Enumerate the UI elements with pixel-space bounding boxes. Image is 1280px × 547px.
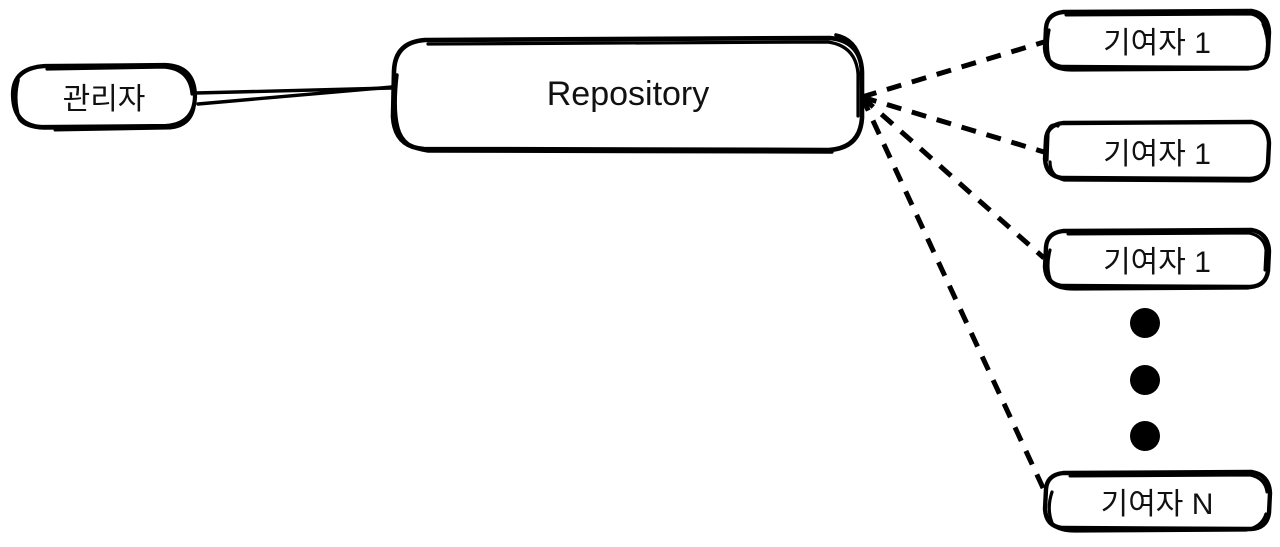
node-shape-contributor2[interactable] bbox=[1042, 119, 1272, 183]
edge-repository-contributor1[interactable] bbox=[861, 39, 1045, 100]
node-repository[interactable] bbox=[393, 38, 863, 150]
node-contributor3[interactable] bbox=[1045, 230, 1269, 288]
node-shape-contributor3[interactable] bbox=[1042, 227, 1272, 291]
node-contributor2[interactable] bbox=[1045, 122, 1269, 180]
node-contributorN[interactable] bbox=[1045, 472, 1269, 530]
vertical-ellipsis-icon bbox=[1130, 308, 1160, 451]
node-shape-admin[interactable] bbox=[10, 62, 198, 132]
edge-admin-repository[interactable] bbox=[194, 85, 394, 106]
edge-repository-contributorN[interactable] bbox=[859, 95, 1047, 492]
edge-repository-contributor3[interactable] bbox=[860, 95, 1046, 260]
edge-repository-contributor2[interactable] bbox=[861, 94, 1045, 155]
node-admin[interactable] bbox=[12, 65, 196, 127]
node-contributor1[interactable] bbox=[1045, 11, 1269, 69]
node-shape-contributor1[interactable] bbox=[1042, 8, 1272, 72]
node-shape-repository[interactable] bbox=[390, 33, 865, 154]
node-shape-contributorN[interactable] bbox=[1042, 469, 1273, 533]
